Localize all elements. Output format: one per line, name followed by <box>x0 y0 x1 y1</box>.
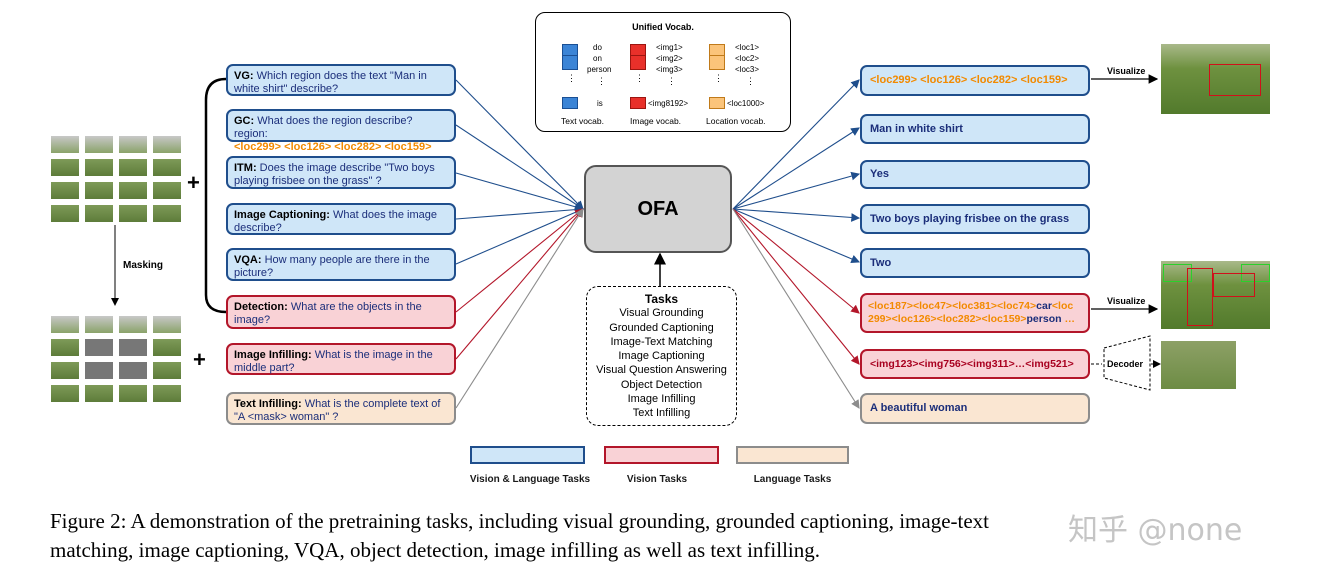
caption-line-1: Figure 2: A demonstration of the pretrai… <box>50 509 990 533</box>
output-image-infilling: <img123><img756><img311>…<img521> <box>860 349 1090 379</box>
output-text-infilling: A beautiful woman <box>860 393 1090 424</box>
ofa-label: OFA <box>637 197 679 220</box>
output-detection: <loc187><loc47><loc381><loc74>car<loc 29… <box>860 293 1090 333</box>
output-vg: <loc299> <loc126> <loc282> <loc159> <box>860 65 1090 96</box>
legend-vl-label: Vision & Language Tasks <box>469 474 591 485</box>
plus-sign-bottom: + <box>193 347 206 372</box>
task-item: Object Detection <box>620 378 703 391</box>
text-token-4: is <box>597 99 603 108</box>
input-captioning: Image Captioning: What does the image de… <box>226 203 456 235</box>
text-token-2: on <box>593 54 602 63</box>
loc-token-4: <loc1000> <box>727 99 765 108</box>
input-detection: Detection: What are the objects in the i… <box>226 295 456 329</box>
input-text-infilling: Text Infilling: What is the complete tex… <box>226 392 456 425</box>
loc-token-3: <loc3> <box>735 65 760 74</box>
tasks-panel: Tasks Visual Grounding Grounded Captioni… <box>586 286 737 426</box>
output-gc: Man in white shirt <box>860 114 1090 144</box>
loc-token-1: <loc1> <box>735 43 760 52</box>
visualize-label-bottom: Visualize <box>1107 296 1146 306</box>
output-arrows <box>732 79 861 409</box>
text-vocab-label: Text vocab. <box>561 116 604 126</box>
decoder-shape <box>1103 335 1151 391</box>
input-gc: GC: What does the region describe? regio… <box>226 109 456 153</box>
plus-sign-top: + <box>187 170 200 195</box>
image-vocab-icon <box>630 44 646 70</box>
masking-label: Masking <box>123 260 164 271</box>
decoder-label: Decoder <box>1107 359 1144 369</box>
unified-vocab-panel: Unified Vocab. ⋮ do on person ⋮ is ⋮ <im… <box>535 12 791 132</box>
text-token-3: person <box>587 65 612 74</box>
tasks-title: Tasks <box>644 292 679 306</box>
infilled-image <box>1161 341 1236 389</box>
input-arrows <box>455 79 585 409</box>
location-vocab-label: Location vocab. <box>706 116 766 126</box>
legend-language-label: Language Tasks <box>753 474 832 485</box>
visualize-label-top: Visualize <box>1107 66 1146 76</box>
image-token-3: <img3> <box>656 65 683 74</box>
figure-caption: Figure 2: A demonstration of the pretrai… <box>50 507 1310 565</box>
legend-language-swatch <box>736 446 849 464</box>
task-item: Visual Question Answering <box>596 364 727 377</box>
original-image <box>51 136 181 222</box>
bounding-box <box>1187 268 1213 326</box>
image-token-4: <img8192> <box>648 99 689 108</box>
output-vqa: Two <box>860 248 1090 278</box>
input-vg: VG: Which region does the text "Man in w… <box>226 64 456 96</box>
input-bracket <box>204 77 227 314</box>
vocab-title: Unified Vocab. <box>632 22 694 32</box>
legend-vl-swatch <box>470 446 585 464</box>
input-vqa: VQA: How many people are there in the pi… <box>226 248 456 281</box>
input-itm: ITM: Does the image describe "Two boys p… <box>226 156 456 189</box>
legend-vision-swatch <box>604 446 719 464</box>
task-item: Image-Text Matching <box>610 335 713 348</box>
watermark: 知乎 @none <box>1068 513 1243 548</box>
task-item: Image Infilling <box>627 393 696 406</box>
image-vocab-label: Image vocab. <box>630 116 682 126</box>
bounding-box <box>1209 64 1261 96</box>
text-token-1: do <box>593 43 602 52</box>
image-token-1: <img1> <box>656 43 683 52</box>
detection-result-image <box>1161 261 1270 329</box>
grounding-result-image <box>1161 44 1270 114</box>
bounding-box <box>1163 264 1192 282</box>
task-item: Text Infilling <box>632 407 691 420</box>
bounding-box <box>1213 273 1255 297</box>
task-item: Visual Grounding <box>619 307 704 320</box>
caption-line-2: matching, image captioning, VQA, object … <box>50 538 821 562</box>
masked-image <box>51 316 181 402</box>
location-vocab-icon <box>709 44 725 70</box>
task-item: Image Captioning <box>618 350 705 363</box>
input-image-infilling: Image Infilling: What is the image in th… <box>226 343 456 375</box>
legend-vision-label: Vision Tasks <box>626 474 688 485</box>
ofa-model-box: OFA <box>584 165 732 253</box>
loc-token-2: <loc2> <box>735 54 760 63</box>
text-vocab-icon <box>562 44 578 70</box>
output-itm: Yes <box>860 160 1090 189</box>
image-token-2: <img2> <box>656 54 683 63</box>
output-captioning: Two boys playing frisbee on the grass <box>860 204 1090 234</box>
task-item: Grounded Captioning <box>609 321 714 334</box>
